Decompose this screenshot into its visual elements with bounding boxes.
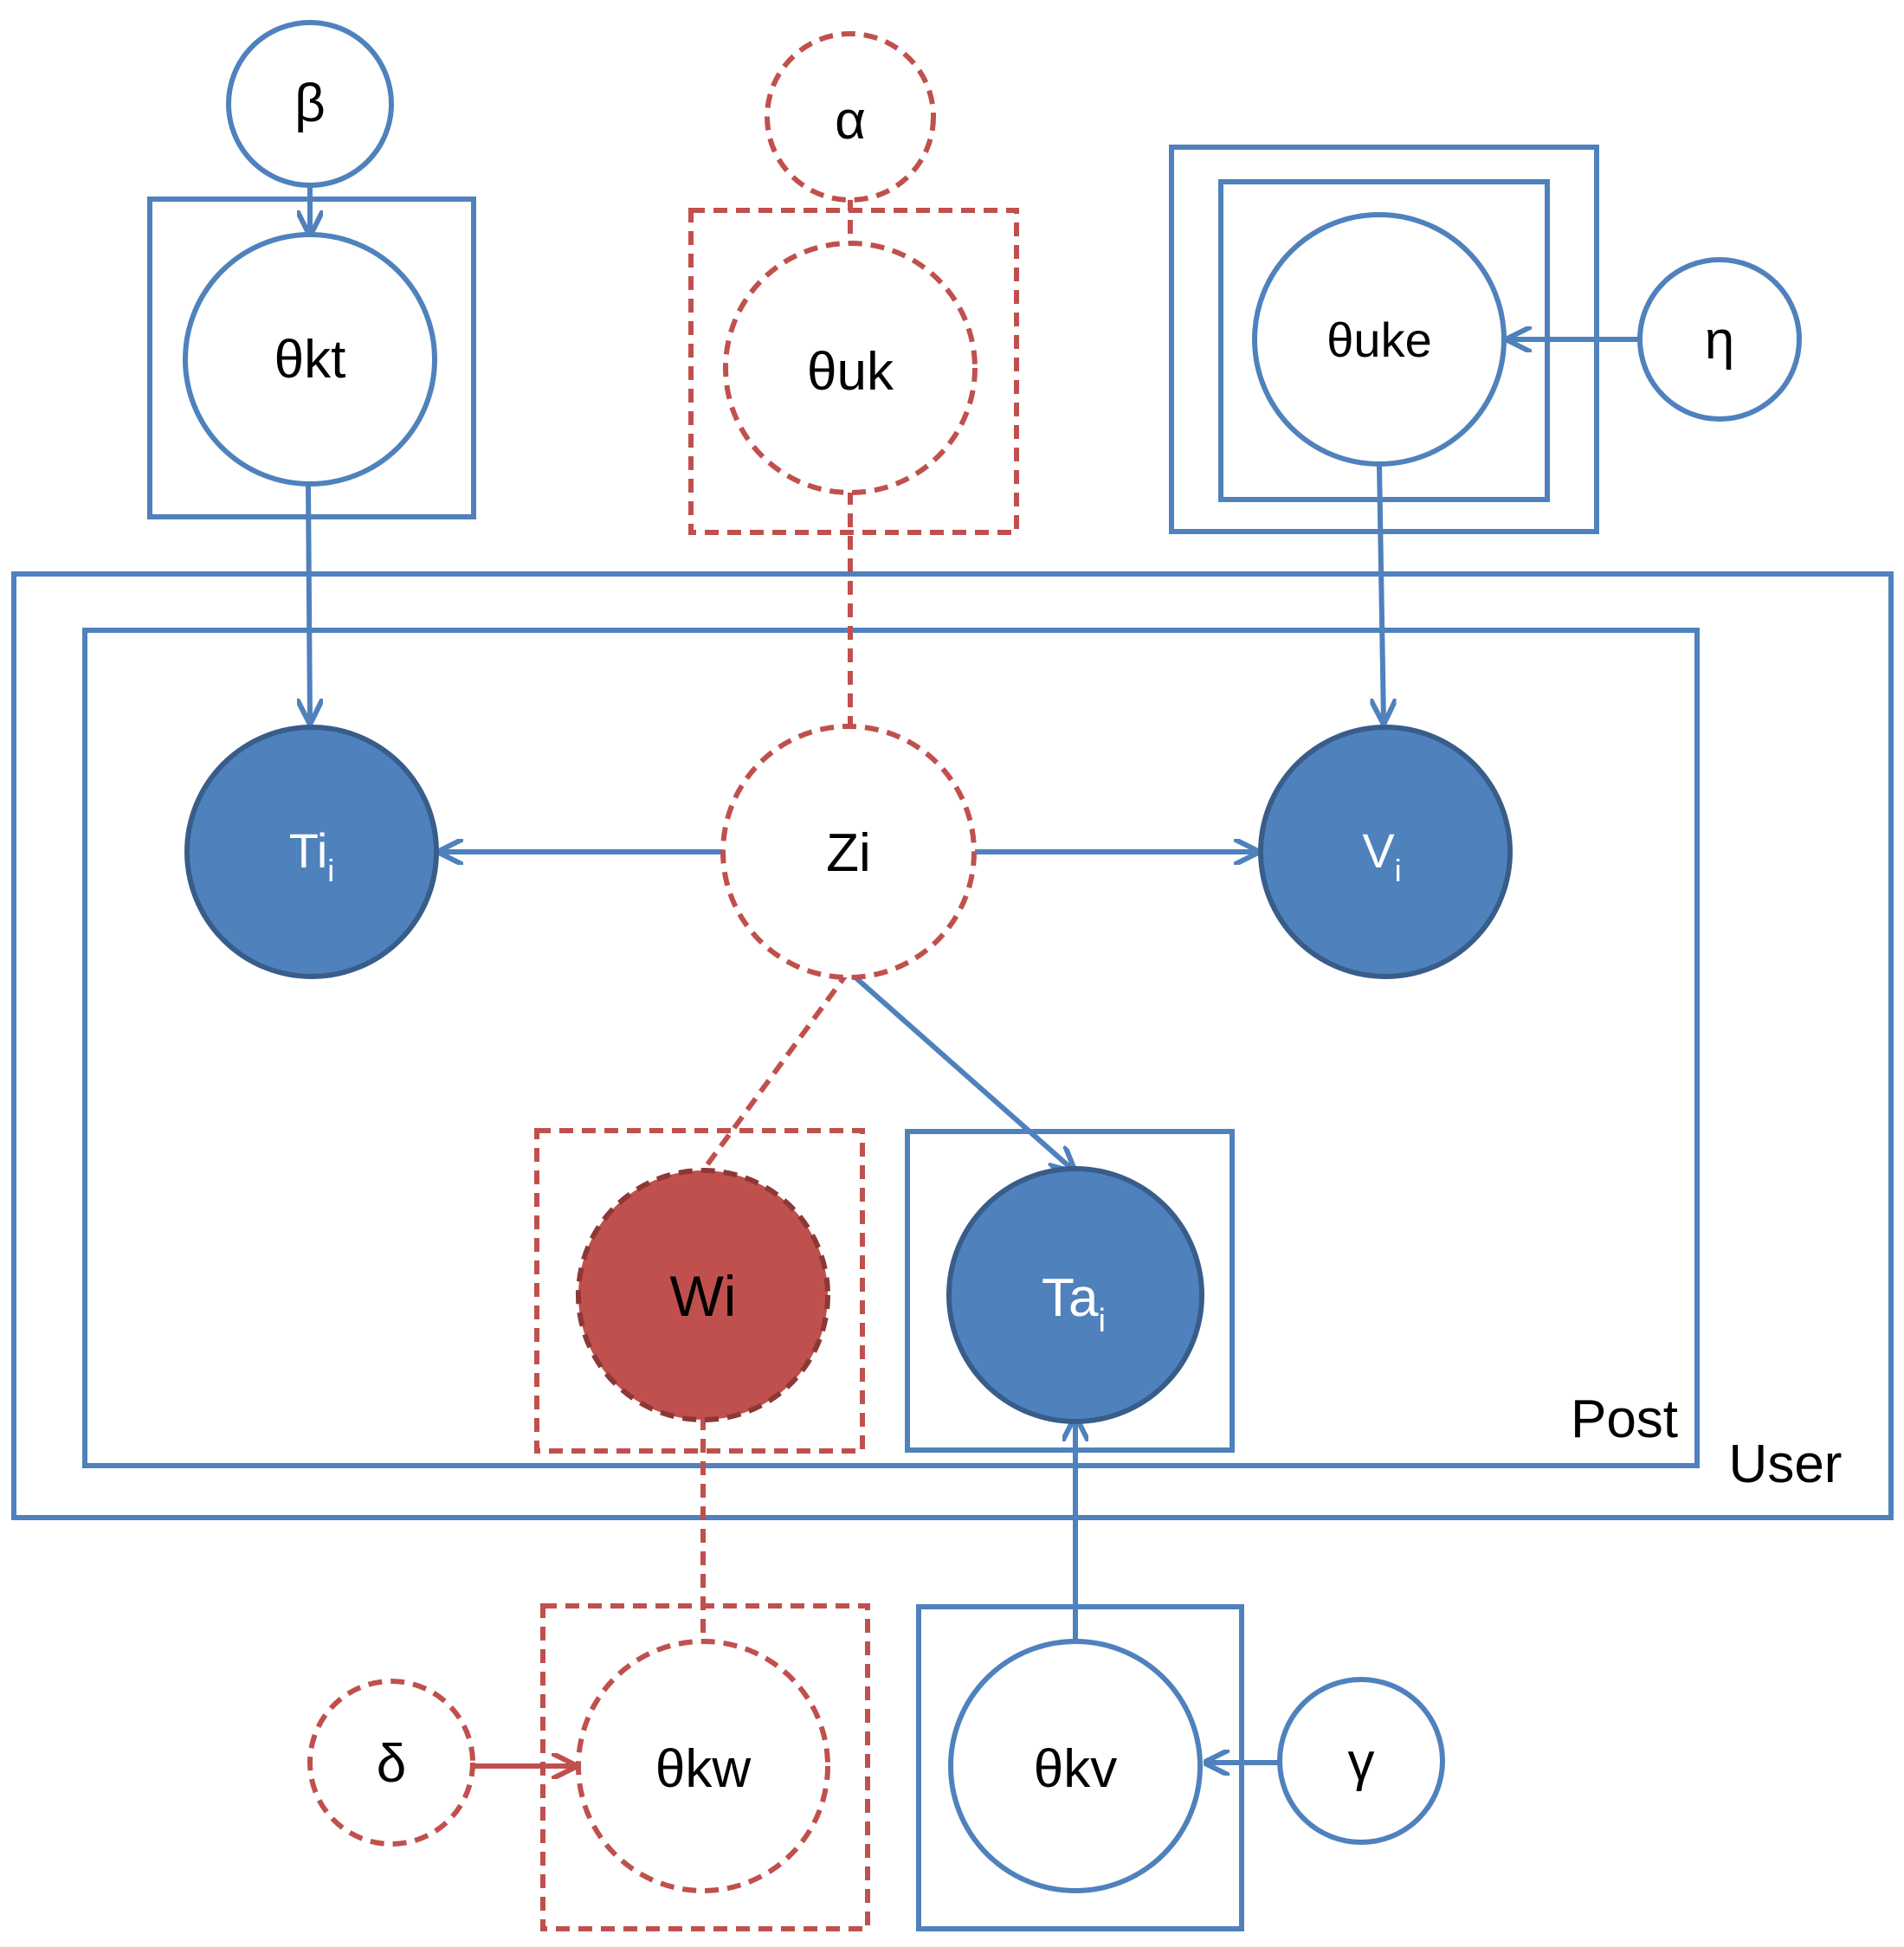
node-tai: Tai [946, 1166, 1204, 1424]
node-eta: η [1637, 257, 1802, 422]
node-alpha: α [765, 31, 936, 203]
svg-text:θkw: θkw [655, 1739, 751, 1799]
node-ti: Tii [184, 725, 439, 979]
svg-text:Tii: Tii [289, 823, 335, 888]
svg-text:α: α [835, 91, 866, 151]
post-plate-label: Post [1571, 1389, 1678, 1449]
edge-zi-to-wi [700, 970, 851, 1172]
svg-text:θuk: θuk [807, 342, 894, 402]
node-theta-uk: θuk [723, 241, 978, 495]
svg-text:Vi: Vi [1362, 823, 1401, 888]
node-delta: δ [307, 1679, 475, 1847]
tai-plate [905, 1129, 1235, 1453]
svg-text:Wi: Wi [670, 1264, 737, 1328]
node-gamma: γ [1277, 1677, 1445, 1845]
user-plate [11, 571, 1894, 1520]
node-theta-kw: θkw [576, 1639, 830, 1893]
svg-text:γ: γ [1348, 1732, 1375, 1792]
svg-text:θkv: θkv [1034, 1739, 1117, 1799]
node-zi: Zi [720, 724, 977, 980]
node-beta: β [226, 20, 394, 188]
post-plate [82, 628, 1700, 1468]
edge-theta-kt-to-ti [308, 482, 310, 722]
svg-text:θuke: θuke [1326, 313, 1431, 367]
edge-zi-to-tai [847, 969, 1074, 1170]
theta-uk-plate [688, 208, 1019, 535]
node-vi: Vi [1258, 725, 1513, 979]
user-plate-label: User [1729, 1434, 1843, 1494]
node-theta-uke: θuke [1252, 212, 1507, 467]
wi-plate [534, 1128, 865, 1454]
node-theta-kv: θkv [948, 1639, 1203, 1893]
svg-text:Zi: Zi [826, 823, 871, 883]
node-theta-kt: θkt [183, 232, 437, 487]
theta-kv-plate [916, 1604, 1244, 1931]
svg-text:β: β [294, 74, 326, 133]
svg-text:Tai: Tai [1042, 1268, 1106, 1339]
svg-text:δ: δ [377, 1734, 407, 1794]
node-wi: Wi [576, 1168, 830, 1422]
svg-text:η: η [1705, 311, 1734, 371]
edge-theta-uke-to-vi [1379, 463, 1384, 722]
svg-text:θkt: θkt [274, 330, 346, 390]
